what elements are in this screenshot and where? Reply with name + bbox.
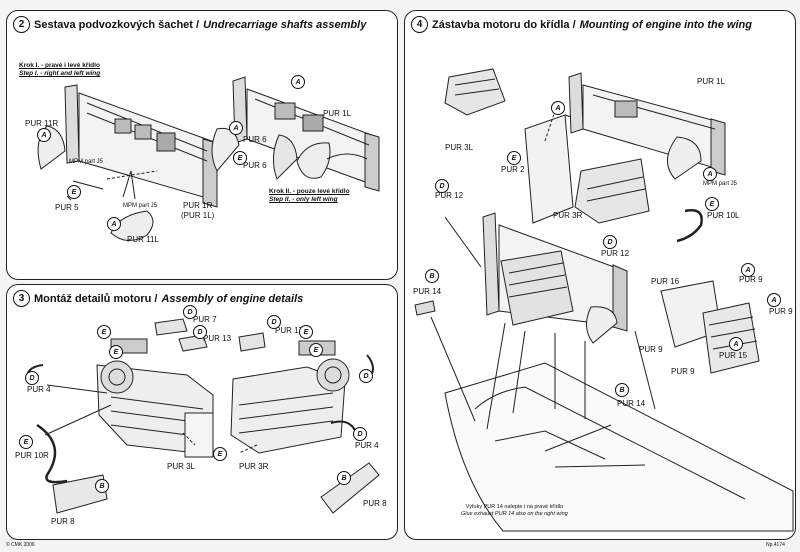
step-2-caption: Krok II. - pouze levé křídlo Step II. - … bbox=[269, 188, 350, 204]
label-pur12-b: PUR 12 bbox=[601, 249, 630, 258]
label-mpm-j5: MPM part J5 bbox=[703, 181, 738, 187]
panel-engine-details: 3 Montáž detailů motoru / Assembly of en… bbox=[6, 284, 398, 540]
badge-e: E bbox=[67, 185, 81, 199]
badge-e: E bbox=[213, 447, 227, 461]
label-pur9-d: PUR 9 bbox=[671, 367, 695, 376]
label-pur11l: PUR 11L bbox=[127, 235, 159, 244]
engine-details-drawing bbox=[25, 318, 380, 514]
step-2-en: Step II. - only left wing bbox=[269, 196, 338, 203]
panel-2-title-cz: Sestava podvozkových šachet / bbox=[34, 18, 200, 31]
engine-mounting-drawing bbox=[414, 68, 794, 532]
label-pur8-b: PUR 8 bbox=[363, 499, 387, 508]
panel-3-title: 3 Montáž detailů motoru / Assembly of en… bbox=[13, 290, 303, 307]
badge-e: E bbox=[97, 325, 111, 339]
label-pur1l: PUR 1L bbox=[697, 77, 726, 86]
badge-d: D bbox=[25, 371, 39, 385]
badge-a: A bbox=[703, 167, 717, 181]
exhaust-note-en: Glue exhaust PUR 14 also on the right wi… bbox=[461, 511, 568, 517]
label-pur4-b: PUR 4 bbox=[355, 441, 379, 450]
label-pur3l: PUR 3L bbox=[445, 143, 474, 152]
badge-a: A bbox=[37, 128, 51, 142]
label-pur14-a: PUR 14 bbox=[413, 287, 442, 296]
label-pur11r: PUR 11R bbox=[25, 119, 59, 128]
panel-4-title-en: Mounting of engine into the wing bbox=[579, 18, 752, 31]
label-mpm-j5-a: MPM part J5 bbox=[69, 159, 104, 165]
label-pur9-c: PUR 9 bbox=[639, 345, 663, 354]
badge-a: A bbox=[551, 101, 565, 115]
step-1-en: Step I. - right and left wing bbox=[19, 70, 101, 77]
label-pur5: PUR 5 bbox=[55, 203, 79, 212]
badge-b: B bbox=[425, 269, 439, 283]
undercarriage-drawing bbox=[37, 76, 380, 241]
badge-d: D bbox=[359, 369, 373, 383]
badge-e: E bbox=[309, 343, 323, 357]
badge-d: D bbox=[193, 325, 207, 339]
badge-b: B bbox=[615, 383, 629, 397]
badge-a: A bbox=[767, 293, 781, 307]
panel-2-title: 2 Sestava podvozkových šachet / Undrecar… bbox=[13, 16, 366, 33]
page-number: Np.4174 bbox=[766, 542, 785, 548]
label-pur15: PUR 15 bbox=[719, 351, 748, 360]
label-pur2: PUR 2 bbox=[501, 165, 525, 174]
step-1-caption: Krok I. - pravé i levé křídlo Step I. - … bbox=[19, 62, 100, 78]
copyright: © CMK 2006 bbox=[6, 542, 35, 548]
step-number-3: 3 bbox=[13, 290, 30, 307]
badge-a: A bbox=[729, 337, 743, 351]
label-pur16: PUR 16 bbox=[651, 277, 680, 286]
label-pur13: PUR 13 bbox=[203, 334, 232, 343]
badge-e: E bbox=[299, 325, 313, 339]
panel-3-title-en: Assembly of engine details bbox=[161, 292, 304, 305]
badge-b: B bbox=[95, 479, 109, 493]
badge-e: E bbox=[109, 345, 123, 359]
label-pur14-b: PUR 14 bbox=[617, 399, 646, 408]
badge-d: D bbox=[353, 427, 367, 441]
badge-d: D bbox=[603, 235, 617, 249]
label-pur6-a: PUR 6 bbox=[243, 135, 267, 144]
label-pur1r: PUR 1R bbox=[183, 201, 213, 210]
badge-e: E bbox=[705, 197, 719, 211]
badge-b: B bbox=[337, 471, 351, 485]
panel-4-title-cz: Zástavba motoru do křídla / bbox=[432, 18, 576, 31]
badge-a: A bbox=[291, 75, 305, 89]
badge-d: D bbox=[435, 179, 449, 193]
label-pur3r: PUR 3R bbox=[239, 462, 269, 471]
panel-2-title-en: Undrecarriage shafts assembly bbox=[203, 18, 367, 31]
badge-a: A bbox=[107, 217, 121, 231]
label-pur10l: PUR 10L bbox=[707, 211, 740, 220]
label-pur3l: PUR 3L bbox=[167, 462, 196, 471]
exhaust-note-cz: Výfuky PUR 14 nalepte i na pravé křídlo bbox=[465, 504, 564, 510]
label-pur4-a: PUR 4 bbox=[27, 385, 51, 394]
badge-e: E bbox=[19, 435, 33, 449]
panel-3-title-cz: Montáž detailů motoru / bbox=[34, 292, 158, 305]
label-pur7: PUR 7 bbox=[193, 315, 217, 324]
label-pur1l-paren: (PUR 1L) bbox=[181, 211, 215, 220]
badge-e: E bbox=[233, 151, 247, 165]
panel-undercarriage-shafts: 2 Sestava podvozkových šachet / Undrecar… bbox=[6, 10, 398, 280]
badge-d: D bbox=[183, 305, 197, 319]
panel-engine-mounting: 4 Zástavba motoru do křídla / Mounting o… bbox=[404, 10, 796, 540]
label-pur8-a: PUR 8 bbox=[51, 517, 75, 526]
badge-a: A bbox=[229, 121, 243, 135]
step-1-cz: Krok I. - pravé i levé křídlo bbox=[19, 62, 100, 69]
step-number-2: 2 bbox=[13, 16, 30, 33]
badge-a: A bbox=[741, 263, 755, 277]
label-pur10r: PUR 10R bbox=[15, 451, 49, 460]
label-mpm-j5-b: MPM part J5 bbox=[123, 203, 158, 209]
label-pur3r: PUR 3R bbox=[553, 211, 583, 220]
label-pur1l: PUR 1L bbox=[323, 109, 352, 118]
panel-4-title: 4 Zástavba motoru do křídla / Mounting o… bbox=[411, 16, 752, 33]
exhaust-note: Výfuky PUR 14 nalepte i na pravé křídlo … bbox=[461, 504, 568, 518]
step-number-4: 4 bbox=[411, 16, 428, 33]
label-pur9-a: PUR 9 bbox=[739, 275, 763, 284]
step-2-cz: Krok II. - pouze levé křídlo bbox=[269, 188, 350, 195]
label-pur17: PUR 17 bbox=[275, 326, 304, 335]
badge-d: D bbox=[267, 315, 281, 329]
badge-e: E bbox=[507, 151, 521, 165]
label-pur6-b: PUR 6 bbox=[243, 161, 267, 170]
label-pur12-a: PUR 12 bbox=[435, 191, 464, 200]
label-pur9-b: PUR 9 bbox=[769, 307, 793, 316]
